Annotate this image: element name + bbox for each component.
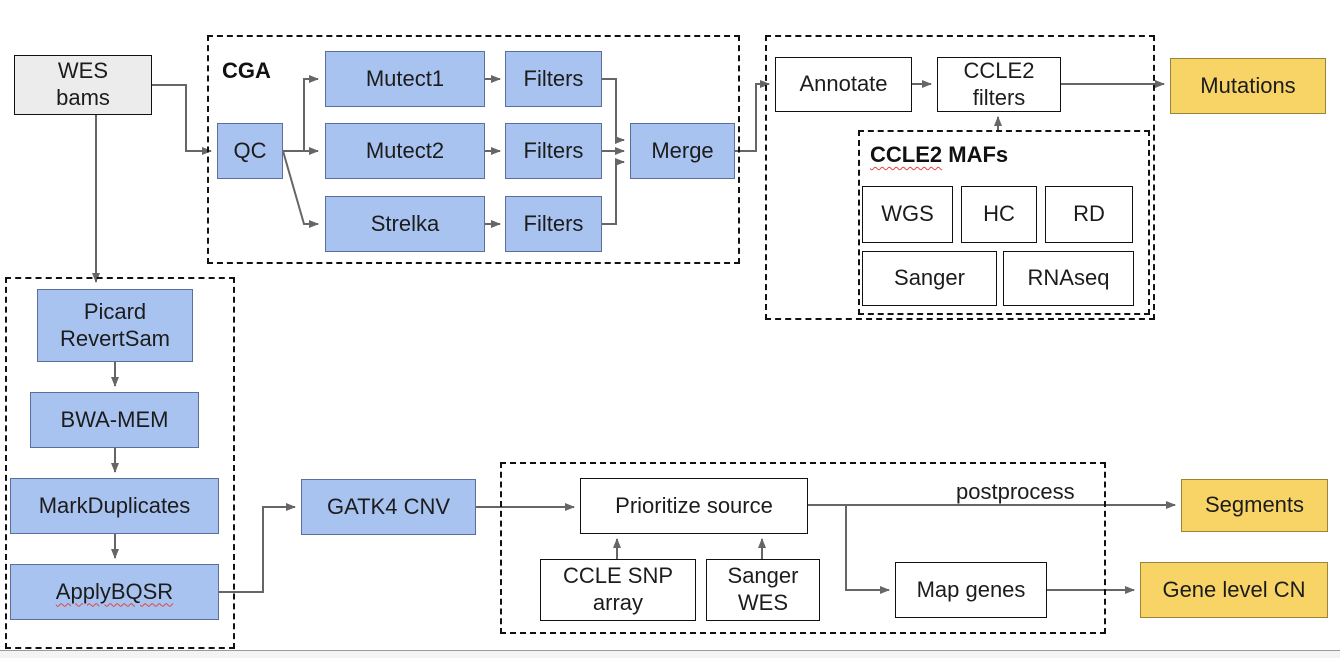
node-bwa-mem: BWA-MEM bbox=[30, 392, 199, 448]
ccle2-mafs-group-label: CCLE2 MAFs bbox=[870, 142, 1008, 168]
node-mutations: Mutations bbox=[1170, 58, 1326, 114]
node-hc: HC bbox=[961, 186, 1037, 243]
group-realignment bbox=[5, 277, 235, 649]
arrow-applybqsr-to-gatk4cnv bbox=[219, 503, 296, 593]
node-gatk4-cnv: GATK4 CNV bbox=[301, 479, 476, 535]
group-cga bbox=[207, 35, 740, 264]
node-wgs: WGS bbox=[862, 186, 953, 243]
node-segments: Segments bbox=[1181, 479, 1328, 532]
postprocess-label: postprocess bbox=[956, 479, 1075, 504]
node-apply-bqsr-label: ApplyBQSR bbox=[55, 578, 174, 604]
ccle2-mafs-label-suffix: MAFs bbox=[942, 142, 1009, 167]
node-filters-mid: Filters bbox=[505, 123, 602, 179]
node-sanger: Sanger bbox=[862, 251, 997, 306]
node-filters-top: Filters bbox=[505, 51, 602, 107]
node-picard-revertsam: Picard RevertSam bbox=[37, 289, 193, 362]
node-prioritize-source: Prioritize source bbox=[580, 478, 808, 534]
arrow-prioritize-to-mapgenes bbox=[845, 505, 890, 594]
arrow-merge-to-annotate bbox=[735, 80, 770, 152]
node-apply-bqsr: ApplyBQSR bbox=[10, 564, 219, 620]
node-filters-bottom: Filters bbox=[505, 196, 602, 252]
node-mutect1: Mutect1 bbox=[325, 51, 485, 107]
group-cnv-postprocess bbox=[500, 462, 1106, 634]
arrow-wesbams-to-qc bbox=[152, 84, 212, 155]
node-merge: Merge bbox=[630, 123, 735, 179]
node-map-genes: Map genes bbox=[895, 562, 1047, 618]
node-strelka: Strelka bbox=[325, 196, 485, 252]
cga-group-label: CGA bbox=[222, 58, 271, 83]
node-ccle-snp-array: CCLE SNP array bbox=[540, 559, 696, 621]
node-annotate: Annotate bbox=[775, 57, 912, 112]
arrow-filters1-to-merge bbox=[602, 78, 625, 144]
node-rnaseq: RNAseq bbox=[1003, 251, 1134, 306]
node-gene-level-cn: Gene level CN bbox=[1140, 562, 1328, 618]
node-mark-duplicates: MarkDuplicates bbox=[10, 478, 219, 534]
canvas-bottom-edge bbox=[0, 650, 1340, 658]
arrow-qc-to-strelka bbox=[282, 150, 319, 228]
node-wes-bams: WES bams bbox=[14, 55, 152, 115]
group-ccle2-mafs bbox=[858, 130, 1150, 315]
ccle2-mafs-label-prefix: CCLE2 bbox=[870, 142, 943, 167]
node-mutect2: Mutect2 bbox=[325, 123, 485, 179]
node-qc: QC bbox=[217, 123, 283, 179]
node-rd: RD bbox=[1045, 186, 1133, 243]
node-sanger-wes: Sanger WES bbox=[706, 559, 820, 621]
arrow-filters3-to-merge bbox=[602, 158, 625, 225]
group-annotation bbox=[765, 35, 1155, 320]
node-ccle2-filters: CCLE2 filters bbox=[937, 57, 1061, 112]
